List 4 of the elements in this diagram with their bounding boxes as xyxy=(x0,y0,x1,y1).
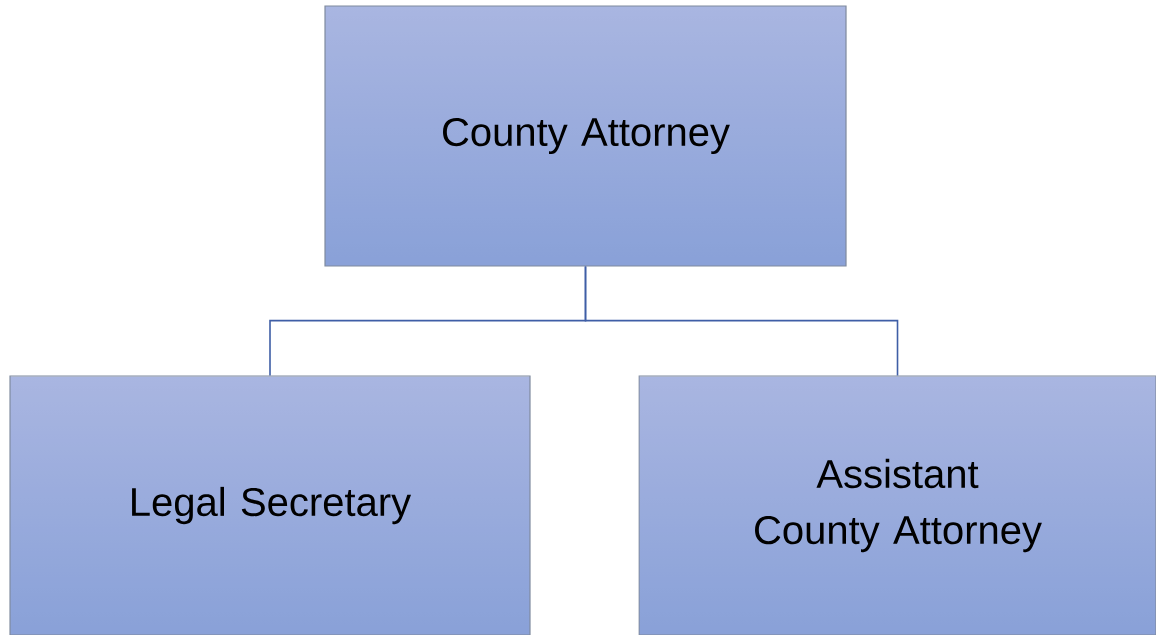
org-box: Assistant County Attorney xyxy=(638,375,1156,635)
org-box: County Attorney xyxy=(324,5,847,267)
connector-line xyxy=(584,265,899,377)
org-box: Legal Secretary xyxy=(9,375,531,635)
